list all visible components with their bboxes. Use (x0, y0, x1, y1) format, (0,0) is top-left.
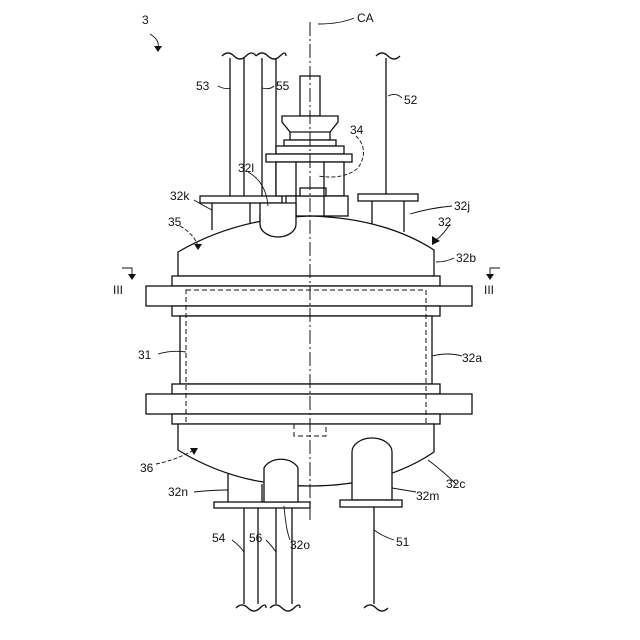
pipe-54 (236, 508, 266, 611)
label-53: 53 (196, 79, 210, 93)
top-dome-32b (178, 216, 434, 276)
upper-flange (146, 276, 472, 316)
section-marker-right (486, 268, 500, 280)
body-32a (180, 316, 432, 384)
label-32n: 32n (168, 485, 188, 499)
label-55: 55 (276, 79, 290, 93)
label-ca: CA (357, 11, 374, 25)
label-36: 36 (140, 461, 154, 475)
label-32: 32 (438, 215, 452, 229)
bottom-dome-32c (178, 424, 434, 486)
label-32o: 32o (290, 538, 310, 552)
label-31: 31 (138, 348, 152, 362)
stirrer-assembly-34 (266, 76, 352, 216)
label-32j: 32j (454, 199, 470, 213)
pipe-51 (364, 507, 388, 611)
label-34: 34 (350, 123, 364, 137)
pipe-53 (222, 53, 256, 198)
label-32a: 32a (462, 351, 482, 365)
lower-flange (146, 384, 472, 424)
label-54: 54 (212, 531, 226, 545)
label-section-right: III (484, 283, 494, 297)
label-32l: 32l (238, 161, 254, 175)
sight-glass-32o (264, 459, 298, 502)
section-marker-left (122, 268, 136, 280)
label-52: 52 (404, 93, 418, 107)
label-3: 3 (142, 13, 149, 27)
label-32c: 32c (446, 477, 465, 491)
label-section-left: III (113, 283, 123, 297)
label-51: 51 (396, 535, 410, 549)
label-32b: 32b (456, 251, 476, 265)
label-32m: 32m (416, 489, 439, 503)
pipe-56 (270, 508, 300, 611)
label-32k: 32k (170, 189, 190, 203)
pipe-52 (376, 53, 400, 196)
label-56: 56 (249, 531, 263, 545)
label-35: 35 (168, 215, 182, 229)
